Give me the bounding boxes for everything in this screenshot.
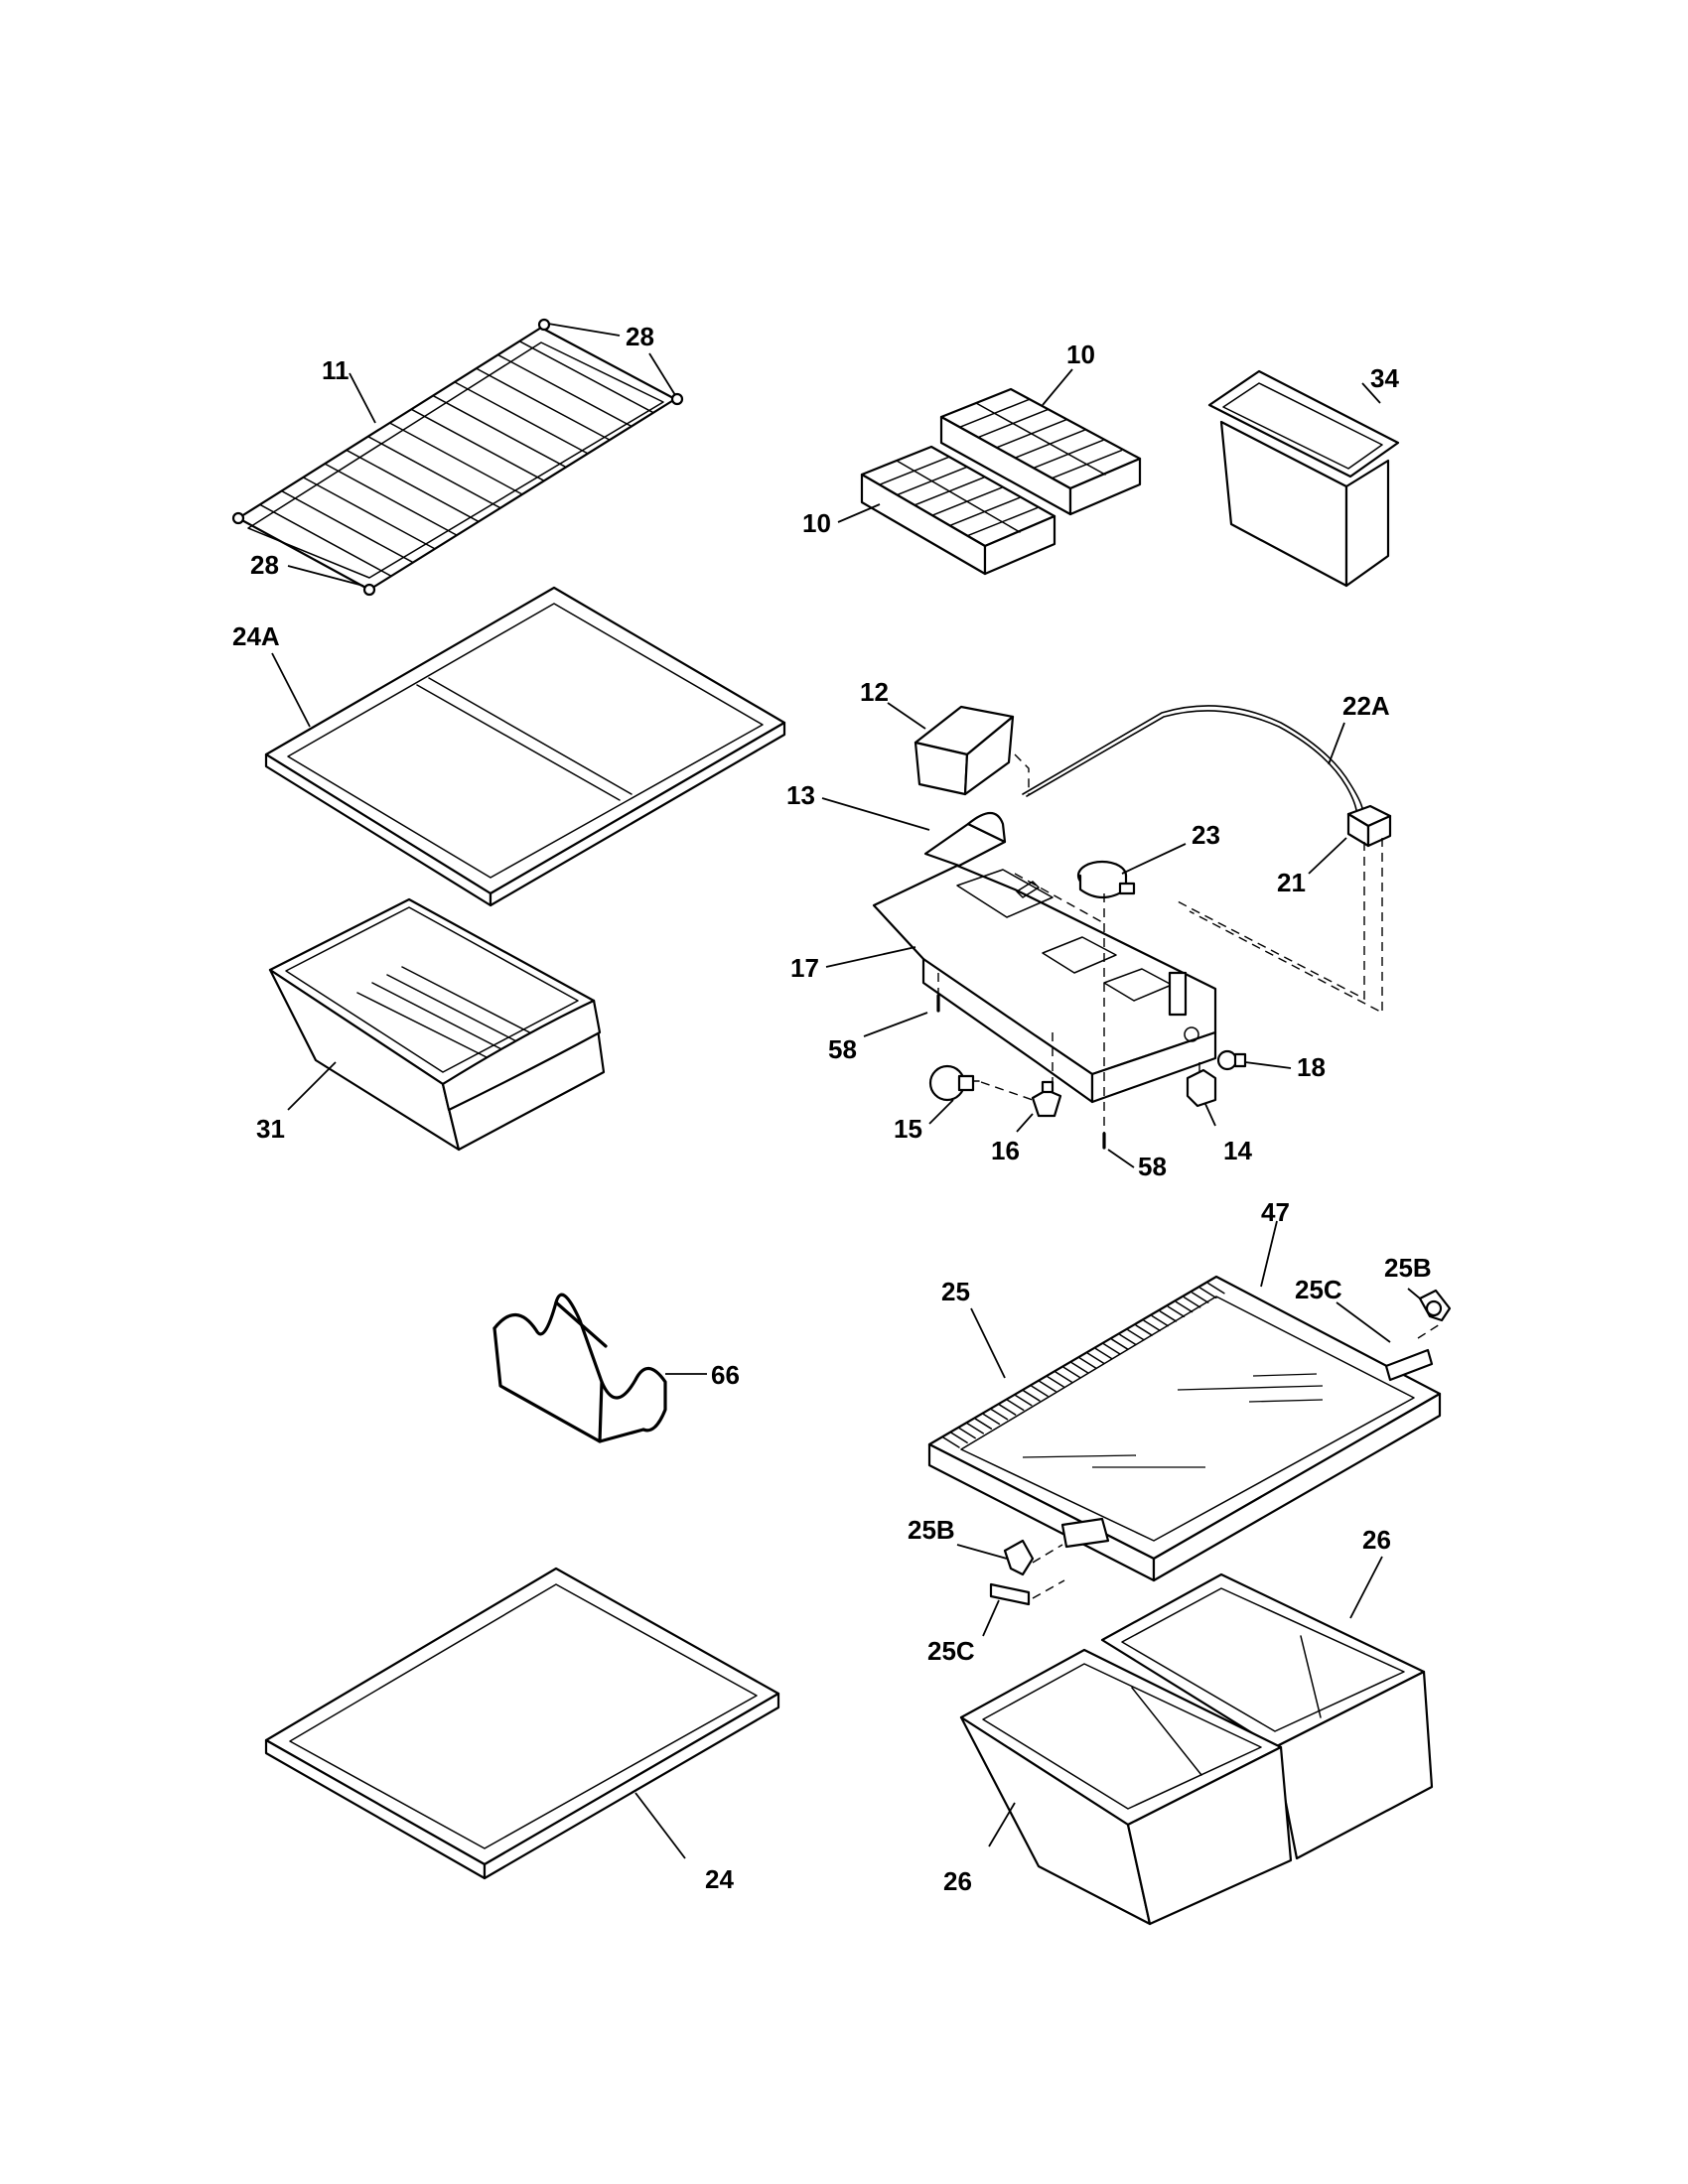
part-23-motor [1076,860,1136,899]
callout-31: 31 [256,1114,285,1144]
part-11-wire-shelf [231,318,684,597]
callout-28-top: 28 [626,322,654,351]
callout-10-front: 10 [802,508,831,538]
part-22A-wire-harness [1022,705,1363,811]
part-25C-bracket-right [1384,1348,1434,1382]
callout-14: 14 [1223,1136,1252,1165]
part-17-dispenser-housing [872,864,1217,1104]
callout-24: 24 [705,1864,734,1894]
leader-lines [271,323,1421,1859]
callout-labels: 28 11 28 10 10 34 24A 12 22A 13 23 21 17… [232,322,1432,1896]
callout-23: 23 [1192,820,1220,850]
callout-11: 11 [322,355,350,385]
part-31-drawer [268,897,606,1152]
part-12-chute [914,705,1015,796]
part-34-storage-bin [1207,369,1400,588]
part-16-socket [1031,1080,1062,1118]
callout-16: 16 [991,1136,1020,1165]
callout-25B-left: 25B [908,1515,955,1545]
callout-58-left: 58 [828,1034,857,1064]
part-24-glass-shelf [264,1567,780,1880]
part-10-ice-tray-rear [939,387,1142,516]
callout-25C-left: 25C [927,1636,975,1666]
part-18-knob [1216,1049,1247,1071]
callout-21: 21 [1277,868,1306,897]
part-15-bulb [928,1064,980,1102]
part-13-flap [923,811,1007,868]
callout-13: 13 [786,780,815,810]
callout-12: 12 [860,677,889,707]
part-26-crisper-rear [1100,1572,1434,1860]
callout-15: 15 [894,1114,922,1144]
callout-58-right: 58 [1138,1152,1167,1181]
part-24A-glass-shelf [264,586,786,907]
callout-25: 25 [941,1277,970,1306]
part-25B-clip-right [1418,1289,1452,1322]
callout-28-bottom: 28 [250,550,279,580]
cover-dashed-lines [1032,1323,1441,1599]
assembly-dashed-lines [937,753,1383,1134]
part-26-crisper-front [959,1648,1293,1926]
callout-17: 17 [790,953,819,983]
part-66-wine-rack [492,1293,667,1443]
callout-18: 18 [1297,1052,1326,1082]
part-58-screws [936,994,1106,1150]
callout-24A: 24A [232,621,280,651]
callout-10-rear: 10 [1066,340,1095,369]
callout-66: 66 [711,1360,740,1390]
callout-34: 34 [1370,363,1399,393]
part-10-ice-tray-front [860,445,1056,576]
callout-25B-right: 25B [1384,1253,1432,1283]
part-21-switch [1346,804,1392,848]
part-25C-bracket-left [989,1582,1031,1606]
callout-26-front: 26 [943,1866,972,1896]
callout-25C-right: 25C [1295,1275,1342,1304]
callout-22A: 22A [1342,691,1390,721]
part-25-crisper-cover [927,1275,1442,1582]
callout-26-rear: 26 [1362,1525,1391,1555]
callout-47: 47 [1261,1197,1290,1227]
part-14-switch [1186,1068,1217,1108]
part-25B-clip-left [1003,1539,1035,1576]
